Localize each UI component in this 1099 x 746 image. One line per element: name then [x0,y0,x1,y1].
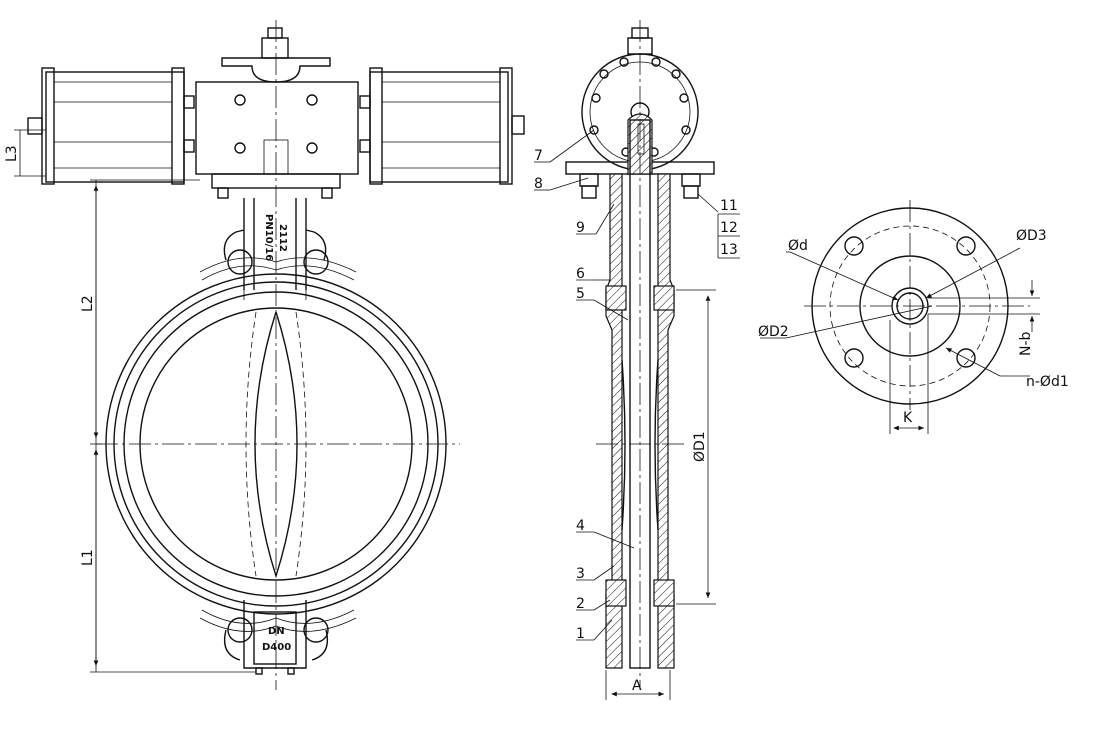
section-view: ØD1 A 7 8 9 6 5 4 3 2 1 11 12 13 [534,20,740,700]
dim-D1-label: ØD1 [692,431,708,462]
part-3: 3 [576,566,585,582]
dim-K-label: K [903,410,913,426]
valve-neck [199,198,357,290]
flange-view: Ød ØD3 ØD2 n-Ød1 N-b K [758,200,1069,434]
actuator-right-cylinder [359,67,525,185]
flange-dimensions [760,247,1040,434]
part-2: 2 [576,596,585,612]
dim-d-label: Ød [788,238,808,254]
part-11: 11 [720,198,738,214]
actuator-body [195,27,359,199]
part-9: 7 [534,148,543,164]
part-7: 9 [576,220,585,236]
dim-A-label: A [632,678,642,694]
actuator-left-cylinder [27,67,195,185]
dim-Nb-label: N-b [1018,331,1034,356]
part-6: 6 [576,266,585,282]
dim-D2-label: ØD2 [758,324,789,340]
part-8: 8 [534,176,543,192]
nameplate-line-1: DN [268,626,285,637]
part-4: 4 [576,518,585,534]
dim-L3-label: L3 [4,145,20,162]
front-view: L2 L1 L3 PN10/16 2112 DN D400 [4,20,525,690]
section-dimensions [605,289,716,700]
section-centerlines [596,20,686,690]
front-dimensions [14,129,256,673]
dim-D3-label: ØD3 [1016,228,1047,244]
part-12: 12 [720,220,738,236]
nameplate-line-2: D400 [262,642,291,653]
part-13: 13 [720,242,738,258]
part-1: 1 [576,626,585,642]
part-5: 5 [576,286,585,302]
stem-mark-1: PN10/16 [263,214,274,261]
valve-bottom-lug [199,600,357,675]
stem-mark-2: 2112 [277,224,288,252]
dim-L2-label: L2 [80,295,96,312]
part-leaders [534,129,740,641]
dim-L1-label: L1 [80,549,96,566]
front-centerlines [96,20,460,690]
dim-nd1-label: n-Ød1 [1026,374,1069,390]
